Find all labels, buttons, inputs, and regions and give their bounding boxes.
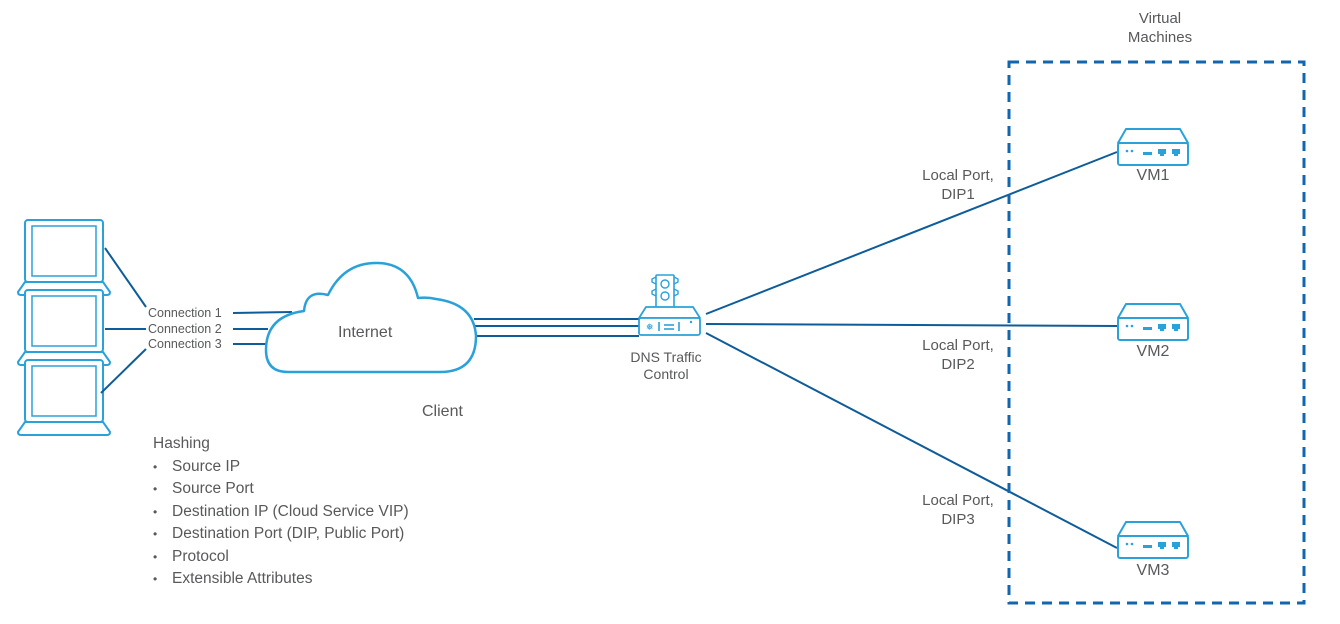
dns-traffic-control-label: DNS Traffic Control [604,349,728,383]
vm3-label: VM3 [1136,562,1170,579]
hashing-item: Protocol [153,546,409,569]
vm3-port-label: Local Port, DIP3 [898,491,1018,529]
hashing-item: Destination Port (DIP, Public Port) [153,523,409,546]
dns-label-line1: DNS Traffic [630,349,702,365]
vm2-port-label: Local Port, DIP2 [898,336,1018,374]
vm2-port-line2: DIP2 [941,356,975,373]
vm1-port-line1: Local Port, [922,167,994,184]
vm-group-title-line1: Virtual [1138,10,1182,27]
connection1-line [232,311,293,314]
hashing-title: Hashing [153,435,210,452]
client-laptop-1-icon [17,219,111,296]
vm1-label: VM1 [1136,167,1170,184]
connection-2-label: Connection 2 [148,322,222,336]
laptop1-link [104,247,147,308]
dns-label-line2: Control [643,366,689,382]
vm3-port-line2: DIP3 [941,511,975,528]
laptop3-link [100,348,147,394]
connection-3-label: Connection 3 [148,337,222,351]
vm-group-border [1007,60,1306,605]
vm-group-title-line2: Machines [1127,29,1193,46]
hashing-item: Extensible Attributes [153,568,409,591]
vm2-label: VM2 [1136,343,1170,360]
vm3-port-line1: Local Port, [922,492,994,509]
vm1-appliance-icon [1117,128,1189,166]
internet-label: Internet [338,324,393,341]
client-laptop-2-icon [17,289,111,366]
vm3-appliance-icon [1117,521,1189,559]
hashing-panel: Hashing Source IP Source Port Destinatio… [153,433,409,591]
svg-text:❅: ❅ [646,323,654,333]
vm2-appliance-icon [1117,303,1189,341]
hashing-item: Source Port [153,478,409,501]
internet-cloud-icon [264,261,478,374]
hashing-item: Destination IP (Cloud Service VIP) [153,501,409,524]
vm1-port-label: Local Port, DIP1 [898,166,1018,204]
dns-to-vm2-line [705,323,1118,327]
dns-to-vm1-line [705,151,1118,315]
client-laptop-3-icon [17,359,111,436]
dns-traffic-control-icon: ❅ [638,274,701,336]
vm1-port-line2: DIP1 [941,186,975,203]
vm-group-title: Virtual Machines [1100,9,1220,47]
hashing-list: Source IP Source Port Destination IP (Cl… [153,456,409,591]
vm2-port-line1: Local Port, [922,337,994,354]
connection-1-label: Connection 1 [148,306,222,320]
dns-to-vm3-line [705,332,1118,549]
hashing-item: Source IP [153,456,409,479]
client-label: Client [422,403,463,420]
